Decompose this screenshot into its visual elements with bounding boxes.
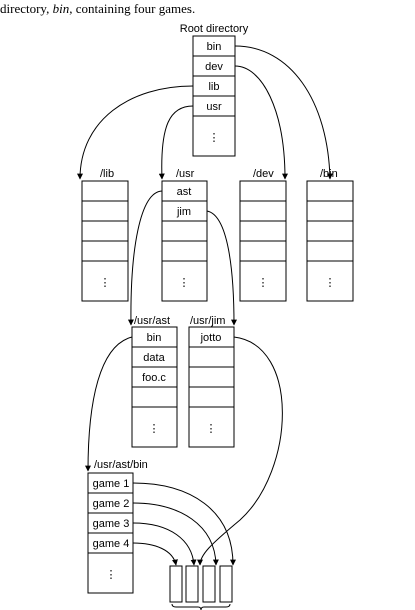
bin-ellipsis: ⋮ [325,277,336,289]
usr-ast-bin-ellipsis: ⋮ [106,569,117,581]
dev-directory-title: /dev [253,168,274,180]
lib-entry [81,240,129,262]
root-entry-dev-label: dev [205,61,223,73]
arrow-usr-jim-to-usr-jim [206,210,237,326]
arrow-root-lib-to-lib [77,85,194,180]
usr-ast-entry-foo-c-label: foo.c [142,372,166,384]
usr-ast-directory: /usr/ast bin data foo.c ⋮ [131,315,178,448]
lib-directory: /lib ⋮ [81,168,129,302]
game-3-label: game 3 [93,518,130,530]
arrow-root-dev-to-dev [234,65,288,180]
usr-entry-jim-label: jim [176,206,191,218]
usr-entry [161,240,208,262]
bin-entry [306,240,354,262]
root-entry-more [192,115,236,157]
usr-ast-bin-directory: /usr/ast/bin game 1 game 2 game 3 game 4… [87,459,148,594]
arrow-usr-ast-to-usr-ast [127,190,163,326]
usr-jim-entry-jotto-label: jotto [200,332,222,344]
root-directory-title: Root directory [180,23,249,35]
bin-directory: /bin ⋮ [306,168,354,302]
figure-caption: directory, bin, containing four games. [0,1,195,16]
arrow-jotto-to-file [197,336,283,566]
arrow-game-2-to-file [132,502,219,566]
dev-ellipsis: ⋮ [258,277,269,289]
usr-entry [161,220,208,242]
file-blocks [169,565,233,610]
usr-entry-more [161,260,208,302]
usr-jim-entry-more [188,406,235,448]
arrow-root-bin-to-bin [234,45,333,180]
dev-directory: /dev ⋮ [239,168,287,302]
game-2-label: game 2 [93,498,130,510]
dev-entry [239,180,287,202]
usr-ast-directory-title: /usr/ast [134,315,170,327]
usr-jim-entry [188,346,235,368]
lib-directory-title: /lib [100,168,114,180]
root-entry-usr-label: usr [206,101,222,113]
usr-jim-ellipsis: ⋮ [206,423,217,435]
arrow-game-4-to-file [132,542,178,566]
file-blocks-brace [171,603,231,610]
usr-ast-entry-bin-label: bin [147,332,162,344]
bin-entry [306,220,354,242]
dev-entry [239,200,287,222]
usr-directory-title: /usr [176,168,195,180]
usr-ast-entry-more [131,406,178,448]
arrow-game-1-to-file [132,482,236,566]
usr-ast-ellipsis: ⋮ [149,423,160,435]
usr-ast-entry [131,386,178,408]
root-entry-bin-label: bin [207,41,222,53]
bin-entry-more [306,260,354,302]
lib-ellipsis: ⋮ [100,277,111,289]
usr-ellipsis: ⋮ [179,277,190,289]
lib-entry-more [81,260,129,302]
root-ellipsis: ⋮ [209,132,220,144]
dev-entry-more [239,260,287,302]
usr-jim-directory: /usr/jim jotto ⋮ [188,315,235,448]
dev-entry [239,240,287,262]
usr-ast-entry-data-label: data [143,352,165,364]
root-directory: Root directory bin dev lib usr ⋮ [180,23,249,157]
file-block [169,565,183,603]
usr-jim-directory-title: /usr/jim [190,315,225,327]
pointer-arrows [77,45,333,566]
lib-entry [81,180,129,202]
bin-directory-title: /bin [320,168,338,180]
root-entry-lib-label: lib [208,81,219,93]
game-1-label: game 1 [93,478,130,490]
file-block [202,565,216,603]
bin-entry [306,180,354,202]
file-block [185,565,199,603]
usr-jim-entry [188,386,235,408]
usr-ast-bin-entry-more [87,552,134,594]
arrow-root-usr-to-usr [158,105,194,180]
usr-ast-bin-directory-title: /usr/ast/bin [94,459,148,471]
lib-entry [81,200,129,222]
usr-entry-ast-label: ast [177,186,192,198]
usr-jim-entry [188,366,235,388]
usr-directory: /usr ast jim ⋮ [161,168,208,302]
file-block [219,565,233,603]
lib-entry [81,220,129,242]
bin-entry [306,200,354,222]
arrow-ast-bin-to-ast-bin [85,336,133,472]
dev-entry [239,220,287,242]
arrow-game-3-to-file [132,522,197,566]
game-4-label: game 4 [93,538,130,550]
